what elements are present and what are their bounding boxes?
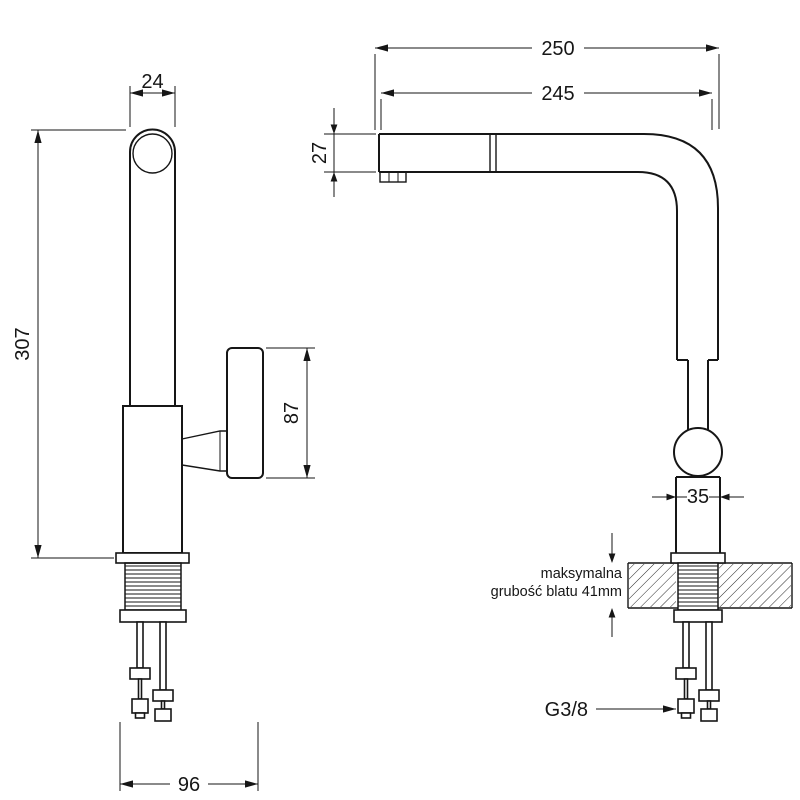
- hose-fitting: [700, 708, 718, 722]
- mounting-nut: [152, 689, 174, 702]
- handle-lever-front: [226, 347, 264, 479]
- mounting-nut: [675, 667, 697, 680]
- mixer-body-front: [122, 405, 183, 554]
- hose-fitting-tip: [680, 712, 692, 719]
- dim-label-mask: [170, 773, 208, 794]
- mounting-stud: [159, 621, 167, 691]
- dim-label-mask: [532, 37, 584, 58]
- thread-label-g38: G3/8: [545, 699, 588, 721]
- mounting-nut: [129, 667, 151, 680]
- front-view-dimensions: 24 307 87 96: [12, 71, 315, 796]
- dim-label-245: 245: [541, 83, 574, 105]
- side-view: [378, 133, 793, 722]
- dim-label-35: 35: [687, 486, 709, 508]
- arrowhead: [330, 172, 338, 182]
- hose-stem: [683, 678, 689, 700]
- hose-stem: [160, 700, 166, 710]
- handle-ball-side: [673, 427, 723, 477]
- swivel-ball-front: [132, 133, 173, 174]
- threaded-shank-side: [677, 562, 719, 611]
- dim-label-87: 87: [281, 402, 303, 424]
- hose-stem: [137, 678, 143, 700]
- base-flange-front: [115, 552, 190, 564]
- base-flange-side: [670, 552, 726, 564]
- spout-column-front: [129, 128, 176, 406]
- dim-label-mask: [532, 82, 584, 103]
- front-view: [115, 128, 264, 722]
- aerator: [379, 171, 407, 183]
- spout-inner-edge-side: [379, 171, 678, 360]
- arrowhead: [720, 493, 730, 501]
- mounting-stud: [682, 621, 690, 669]
- mounting-stud: [136, 621, 144, 669]
- worktop-hatch: [719, 564, 791, 607]
- arrowhead: [608, 553, 616, 563]
- worktop-hatch: [629, 564, 676, 607]
- threaded-shank-front: [124, 562, 182, 611]
- arrowhead: [666, 493, 676, 501]
- dim-label-24: 24: [141, 71, 163, 93]
- dim-label-27: 27: [309, 142, 331, 164]
- hose-fitting-g38: [677, 698, 695, 714]
- hose-fitting: [154, 708, 172, 722]
- worktop-note-line1: maksymalna: [541, 566, 623, 582]
- arrowhead: [330, 124, 338, 134]
- hose-stem: [706, 700, 712, 710]
- base-nut-side: [673, 609, 723, 623]
- spout-outer-edge-side: [379, 133, 719, 360]
- side-view-dimensions: 250 245 27 35 maksymalna grubość blatu 4…: [309, 37, 744, 721]
- arrowhead: [608, 608, 616, 618]
- mounting-stud: [705, 621, 713, 691]
- hose-fitting-tip: [134, 712, 146, 719]
- mounting-nut: [698, 689, 720, 702]
- hose-fitting: [131, 698, 149, 714]
- dim-label-250: 250: [541, 38, 574, 60]
- base-nut-front: [119, 609, 187, 623]
- dim-label-307: 307: [12, 327, 34, 360]
- dim-label-96: 96: [178, 774, 200, 796]
- worktop-note-line2: grubość blatu 41mm: [491, 584, 622, 600]
